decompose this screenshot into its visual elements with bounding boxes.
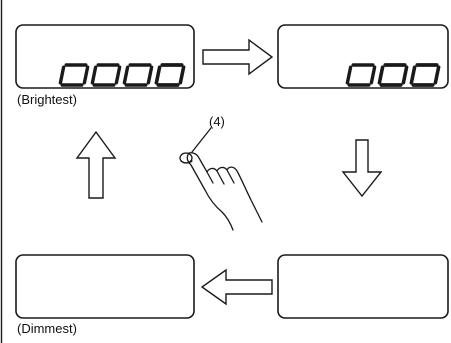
hand-lower-outline bbox=[186, 152, 234, 231]
display-digits bbox=[154, 63, 186, 87]
display-frame bbox=[277, 24, 449, 89]
dimmest-label: (Dimmest) bbox=[17, 321, 77, 336]
display-dimmest bbox=[15, 63, 195, 319]
segment-digit bbox=[345, 63, 377, 87]
display-digits bbox=[377, 63, 441, 87]
display-level-2 bbox=[277, 63, 449, 319]
arrow-left-icon bbox=[200, 268, 273, 306]
finger-crease bbox=[216, 170, 225, 185]
segment-digit bbox=[90, 63, 122, 87]
hand-outline bbox=[188, 152, 263, 223]
callout-label: (4) bbox=[209, 114, 225, 129]
arrow-right-icon bbox=[202, 38, 274, 76]
segment-digit bbox=[409, 63, 441, 87]
finger-crease bbox=[226, 169, 235, 184]
display-frame bbox=[15, 24, 195, 89]
button-shadow bbox=[180, 160, 193, 164]
segment-digit bbox=[154, 63, 186, 87]
arrow-down-icon bbox=[341, 139, 383, 198]
arrow-up-icon bbox=[75, 130, 117, 199]
display-level-3 bbox=[277, 24, 449, 89]
segment-digit bbox=[58, 63, 90, 87]
display-frame bbox=[277, 254, 449, 319]
brightest-label: (Brightest) bbox=[17, 92, 77, 107]
display-frame bbox=[15, 254, 195, 319]
segment-digit bbox=[122, 63, 154, 87]
display-brightest bbox=[15, 24, 195, 89]
callout-leader bbox=[191, 127, 212, 153]
finger-crease bbox=[206, 171, 214, 184]
hand-press-icon bbox=[179, 152, 263, 231]
segment-digit bbox=[377, 63, 409, 87]
